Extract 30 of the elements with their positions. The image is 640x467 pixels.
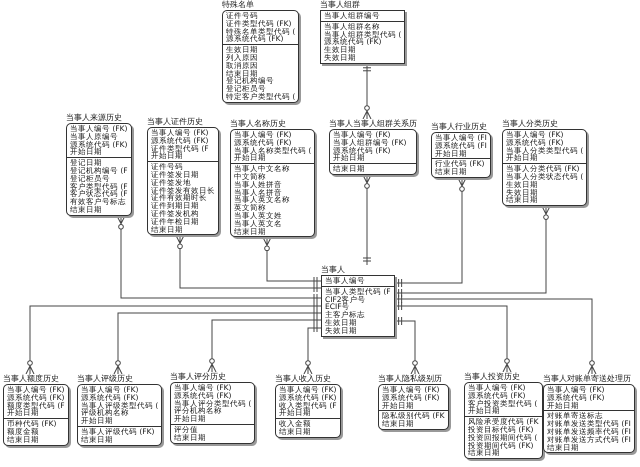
relationship-line [362, 174, 372, 266]
table-title: 当事人评分历史 [170, 372, 227, 382]
relationship-line [26, 302, 322, 374]
table-title: 当事人行业历史 [431, 122, 488, 132]
table-title: 当事人当事人组群关系历 [329, 119, 417, 129]
relationship-line [262, 236, 322, 285]
relationship-line [176, 234, 322, 292]
table-title: 当事人分类历史 [502, 119, 559, 129]
table-title: 当事人来源历史 [66, 113, 123, 123]
table-title: 特殊名单 [222, 0, 255, 10]
table-title: 当事人投资历史 [464, 372, 521, 382]
table-title: 当事人对账单寄送处理历 [543, 374, 632, 384]
relationship-line [394, 317, 420, 374]
table-title: 当事人隐私级别历 [378, 374, 443, 384]
relationship-line [208, 316, 322, 372]
table-title: 当事人评级历史 [77, 374, 134, 384]
relationship-line [116, 215, 322, 302]
relationship-line [394, 206, 550, 297]
relationship-line [304, 324, 322, 374]
table-title: 当事人额度历史 [3, 374, 60, 384]
relationship-line [394, 177, 466, 287]
table-title: 当事人 [321, 265, 346, 275]
relationship-line [114, 309, 322, 374]
table-title: 当事人组群 [320, 0, 361, 10]
table-title: 当事人名称历史 [230, 119, 287, 129]
table-title: 当事人收入历史 [275, 374, 332, 384]
table-title: 当事人证件历史 [147, 117, 204, 127]
relationship-line [394, 302, 512, 372]
relationship-line [394, 295, 596, 374]
relationship-line [362, 63, 372, 120]
